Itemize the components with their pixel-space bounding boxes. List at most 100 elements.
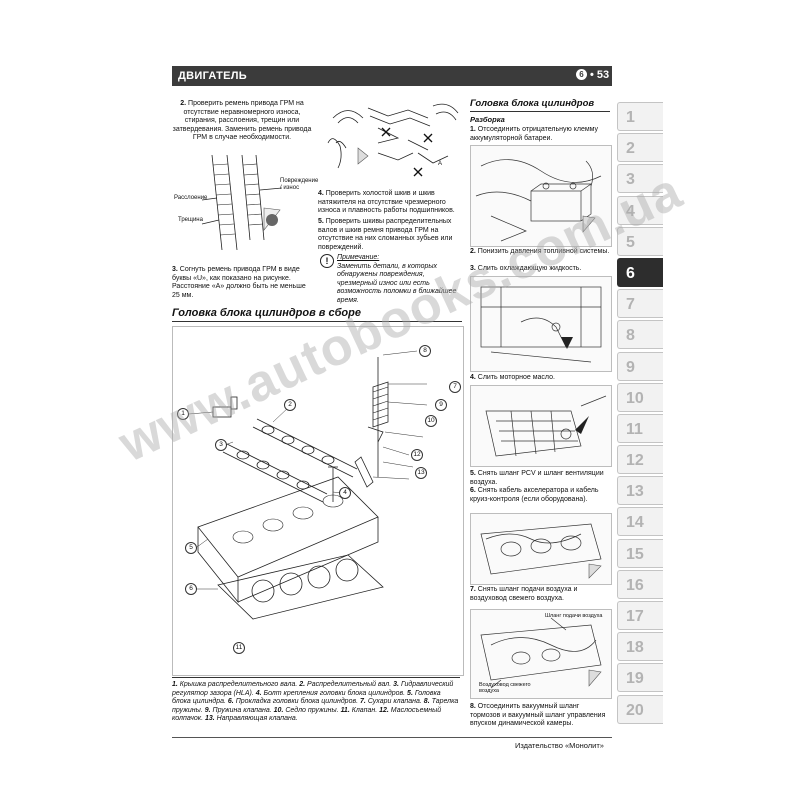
note-icon: !	[320, 254, 334, 268]
chapter-tab-17[interactable]: 17	[617, 601, 663, 630]
step-text: Проверить ремень привода ГРМ на отсутств…	[172, 100, 312, 142]
chapter-tab-6[interactable]: 6	[617, 257, 663, 287]
step-text: Снять кабель акселератора и кабель круиз…	[470, 487, 599, 503]
assembly-title-underline	[172, 321, 462, 322]
step-text: Снять шланг PCV и шланг вентиляции возду…	[470, 470, 604, 486]
note-block: Примечание: Заменить детали, в которых о…	[337, 254, 462, 306]
page-number: 6• 53	[576, 69, 609, 81]
caption-text: Гидравлический регулятор зазора (HLA).	[172, 681, 454, 697]
caption-text: Тарелка пружины.	[172, 698, 459, 714]
chapter-tab-11[interactable]: 11	[617, 413, 663, 443]
pulley-figure: А	[318, 98, 463, 186]
chapter-badge: 6	[576, 69, 587, 80]
caption-num: 2.	[299, 681, 306, 688]
right-step1: 1. Отсоединить отрицательную клемму акку…	[470, 126, 610, 143]
chapter-tab-1[interactable]: 1	[617, 102, 663, 131]
right-subtitle: Разборка	[470, 115, 505, 124]
step-number: 3.	[470, 265, 476, 272]
oil-drain-drawing	[485, 395, 607, 457]
caption-text: Маслосъемный колпачок.	[172, 706, 442, 723]
step-number: 4.	[318, 190, 324, 197]
chapter-tab-9[interactable]: 9	[617, 351, 663, 381]
chapter-header-bar	[172, 66, 612, 86]
step-text: Понизить давления топливной системы.	[477, 248, 610, 255]
caption-text: Крышка распределительного вала.	[177, 681, 300, 688]
callout-11: 11	[233, 642, 245, 654]
accelerator-cable-figure	[470, 513, 612, 585]
chapter-tabs: 1 2 3 4 5 6 7 8 9 10 11 12 13 14 15 16 1…	[617, 102, 665, 726]
chapter-tab-20[interactable]: 20	[617, 694, 663, 724]
chapter-tab-18[interactable]: 18	[617, 632, 663, 662]
callout-3: 3	[215, 439, 227, 451]
callout-10: 10	[425, 415, 437, 427]
belt-inspection-figure: Расслоение Трещина Повреждение / износ	[172, 150, 319, 260]
accelerator-cable-drawing	[480, 523, 602, 579]
step-number: 1.	[470, 126, 476, 133]
chapter-tab-10[interactable]: 10	[617, 382, 663, 412]
chapter-tab-15[interactable]: 15	[617, 538, 663, 568]
right-section-title: Головка блока цилиндров	[470, 98, 595, 109]
chapter-tab-12[interactable]: 12	[617, 445, 663, 475]
caption-num: 1.	[172, 681, 178, 688]
caption-num: 10.	[273, 706, 284, 714]
right-step7: 7. Снять шланг подачи воздуха и воздухов…	[470, 586, 610, 603]
step-number: 2.	[470, 248, 476, 255]
belt-inspection-drawing	[201, 154, 283, 251]
step-text: Слить охлаждающую жидкость.	[477, 265, 582, 272]
step-text: Проверить холостой шкив и шкив натяжител…	[318, 190, 455, 215]
chapter-tab-4[interactable]: 4	[617, 195, 663, 225]
cylinder-head-exploded-drawing	[188, 350, 428, 620]
chapter-tab-8[interactable]: 8	[617, 320, 663, 350]
air-intake-drawing	[480, 617, 602, 689]
caption-num: 9.	[204, 706, 211, 714]
mid-step4: 4. Проверить холостой шкив и шкив натяжи…	[318, 190, 463, 216]
step-number: 5.	[318, 218, 324, 225]
callout-5: 5	[185, 542, 197, 554]
label-crack: Трещина	[178, 217, 203, 223]
left-step3: 3. Согнуть ремень привода ГРМ в виде бук…	[172, 266, 312, 300]
caption-num: 6.	[227, 698, 234, 706]
right-step6: 6. Снять кабель акселератора и кабель кр…	[470, 487, 610, 504]
assembly-section-title: Головка блока цилиндров в сборе	[172, 307, 361, 319]
chapter-tab-7[interactable]: 7	[617, 289, 663, 319]
caption-num: 12.	[379, 706, 389, 714]
chapter-tab-16[interactable]: 16	[617, 569, 663, 599]
caption-text: Распределительный вал.	[305, 681, 394, 688]
step-number: 5.	[470, 470, 476, 477]
caption-text: Прокладка головки блока цилиндров.	[233, 698, 361, 706]
label-a: А	[438, 161, 443, 167]
chapter-tab-19[interactable]: 19	[617, 663, 663, 693]
pulley-drawing	[327, 103, 459, 177]
chapter-title: ДВИГАТЕЛЬ	[178, 70, 248, 82]
publisher-footer: Издательство «Монолит»	[515, 741, 604, 750]
caption-text: Болт крепления головки блока цилиндров.	[261, 689, 408, 697]
right-step8: 8. Отсоединить вакуумный шланг тормозов …	[470, 703, 610, 729]
page-number-value: 53	[596, 69, 610, 81]
chapter-tab-5[interactable]: 5	[617, 226, 663, 256]
chapter-tab-13[interactable]: 13	[617, 476, 663, 506]
step-number: 2.	[180, 100, 187, 107]
right-title-underline	[470, 111, 610, 112]
step-text: Согнуть ремень привода ГРМ в виде буквы …	[172, 266, 306, 299]
chapter-tab-2[interactable]: 2	[617, 133, 663, 163]
left-step2: 2. Проверить ремень привода ГРМ на отсут…	[172, 100, 312, 143]
assembly-caption: 1. Крышка распределительного вала. 2. Ра…	[172, 677, 460, 739]
chapter-tab-3[interactable]: 3	[617, 164, 663, 194]
caption-num: 3.	[393, 681, 399, 688]
chapter-tab-14[interactable]: 14	[617, 507, 663, 537]
label-air-hose: Шланг подачи воздуха	[545, 613, 603, 619]
step-number: 4.	[470, 374, 476, 381]
step-number: 7.	[470, 586, 476, 593]
caption-num: 4.	[255, 689, 262, 697]
step-text: Слить моторное масло.	[477, 374, 555, 381]
caption-text: Головка блока цилиндра.	[172, 689, 441, 706]
right-step4: 4. Слить моторное масло.	[470, 374, 610, 383]
step-number: 3.	[172, 266, 178, 273]
right-step5: 5. Снять шланг PCV и шланг вентиляции во…	[470, 470, 610, 487]
coolant-figure	[470, 276, 612, 372]
callout-6: 6	[185, 583, 197, 595]
label-damage: Повреждение / износ	[280, 178, 319, 191]
callout-7: 7	[449, 381, 461, 393]
assembly-figure: 1 2 3 4 5 6 7 8 9 10 11 12 13	[172, 326, 464, 676]
callout-1: 1	[177, 408, 189, 420]
